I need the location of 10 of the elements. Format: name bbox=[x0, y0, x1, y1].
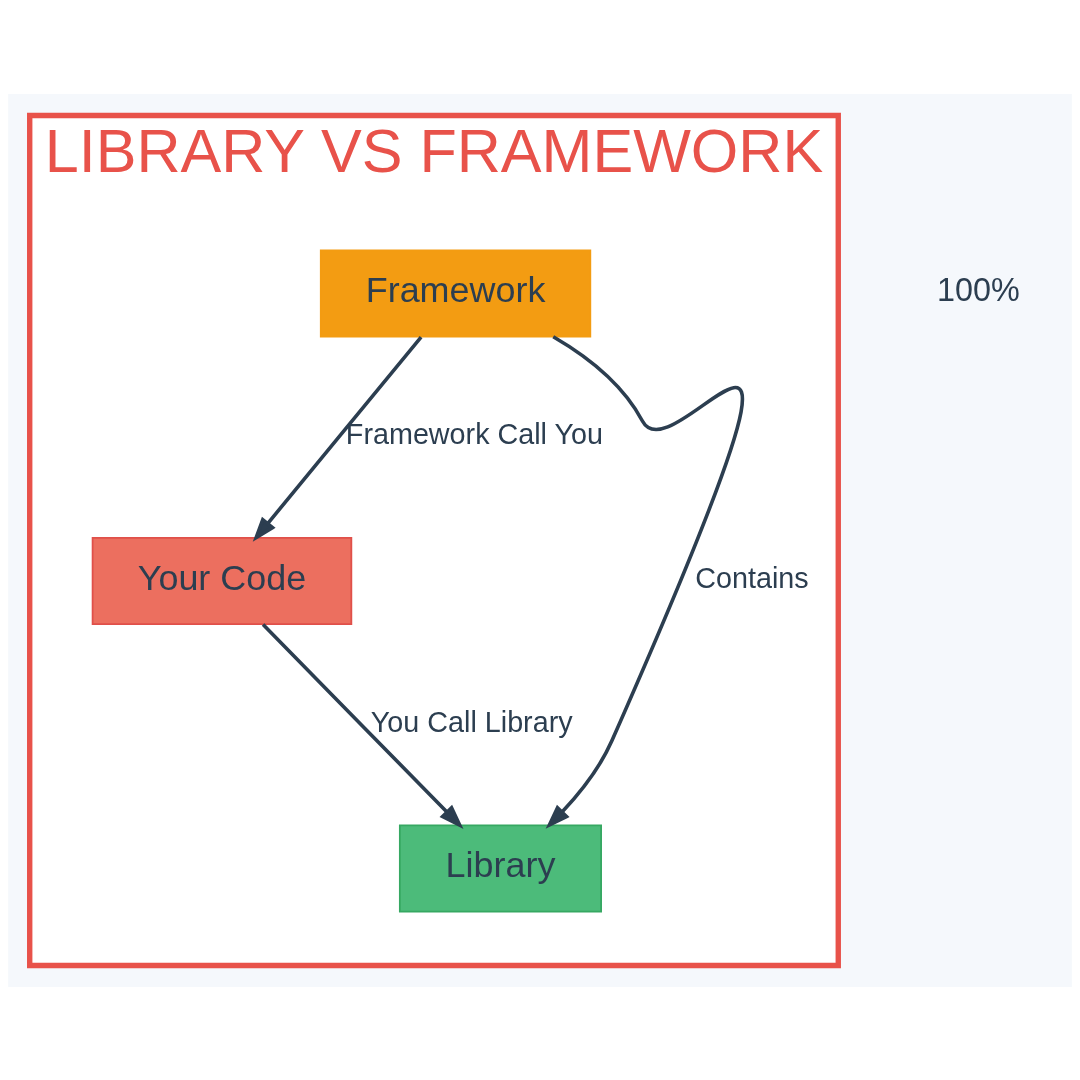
node-box: Your Code bbox=[91, 536, 353, 625]
label: 100% bbox=[937, 271, 1020, 308]
edge-label: Framework Call You bbox=[345, 417, 603, 450]
edge-label: You Call Library bbox=[370, 705, 573, 737]
arrow bbox=[252, 335, 423, 542]
arrow bbox=[261, 622, 464, 829]
node-box: Library bbox=[398, 823, 602, 912]
edge-label: Contains bbox=[695, 561, 809, 594]
arrow bbox=[545, 334, 744, 829]
node-box: Framework bbox=[319, 248, 592, 337]
